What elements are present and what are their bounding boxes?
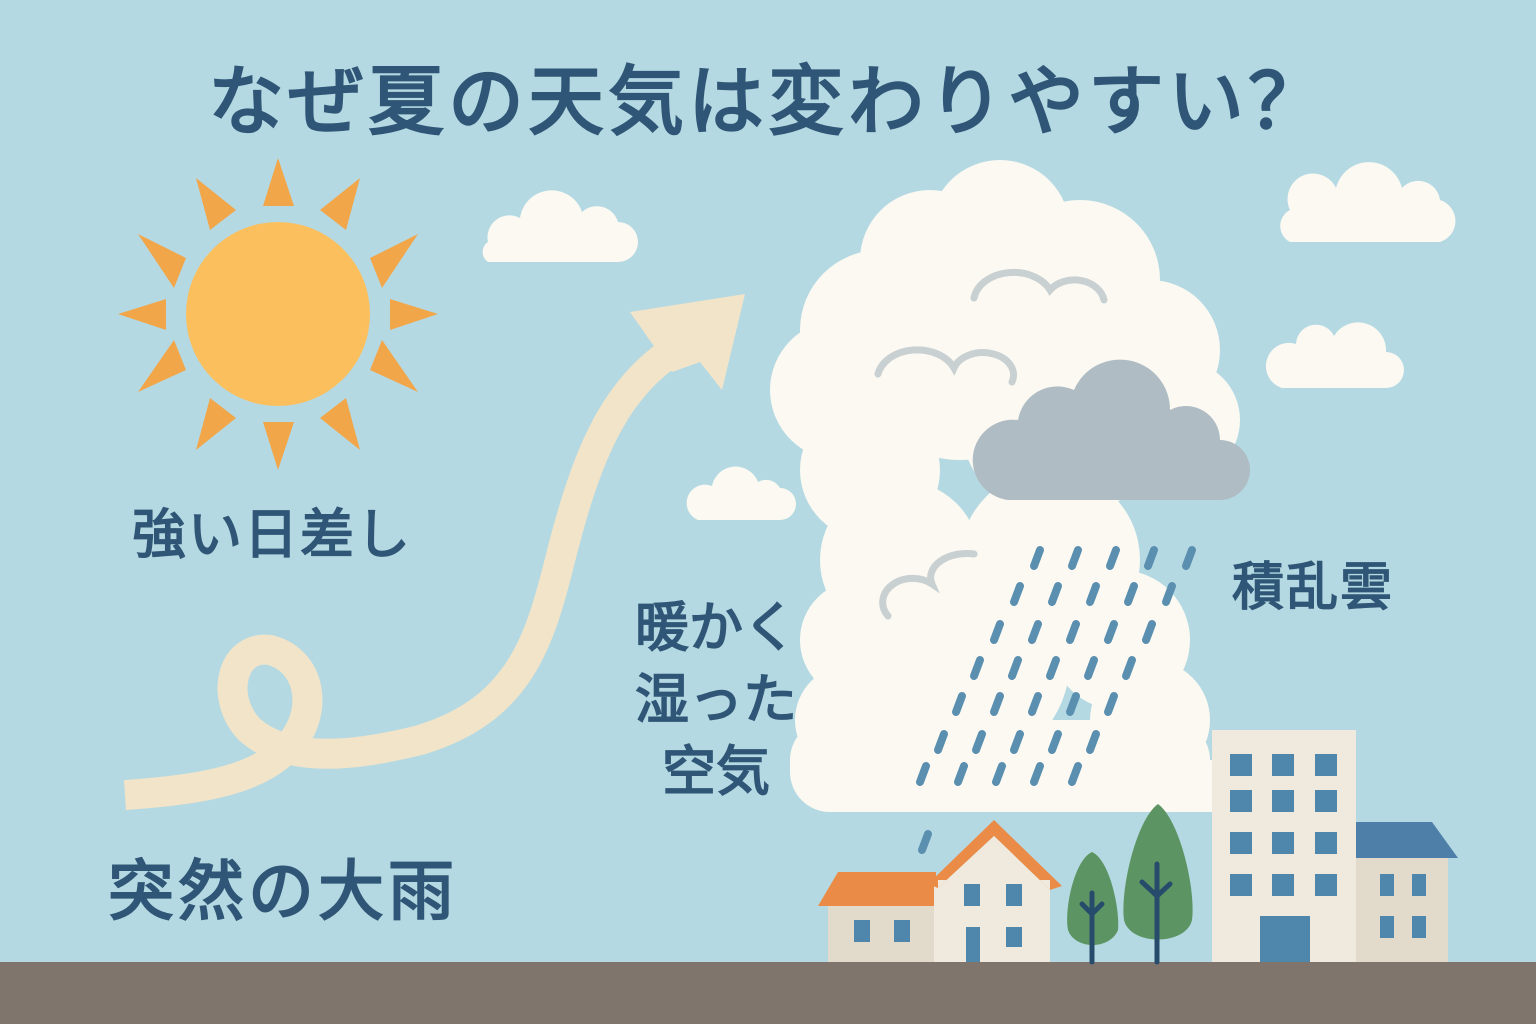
house-icon <box>818 820 1062 962</box>
cloud-contour-lines <box>874 268 1108 620</box>
label-warm-humid-air: 暖かく 湿った 空気 <box>616 592 816 808</box>
sun-icon <box>118 158 438 470</box>
label-line: 湿った <box>635 668 797 731</box>
label-sudden-heavy-rain: 突然の大雨 <box>108 853 458 930</box>
label-line: 暖かく <box>635 596 797 659</box>
label-cumulonimbus: 積乱雲 <box>1232 558 1395 618</box>
label-strong-sun: 強い日差し <box>132 503 412 566</box>
updraft-arrow-icon <box>124 294 745 810</box>
label-line: 空気 <box>662 740 770 803</box>
small-cloud-icon <box>482 162 1456 520</box>
ground <box>0 962 1536 1024</box>
building-icon <box>1212 730 1458 962</box>
tree-icon <box>1067 804 1193 965</box>
rain-cloud-icon <box>972 359 1250 500</box>
page-title: なぜ夏の天気は変わりやすい？ <box>208 57 1328 146</box>
rain-drops-icon <box>916 546 1196 854</box>
